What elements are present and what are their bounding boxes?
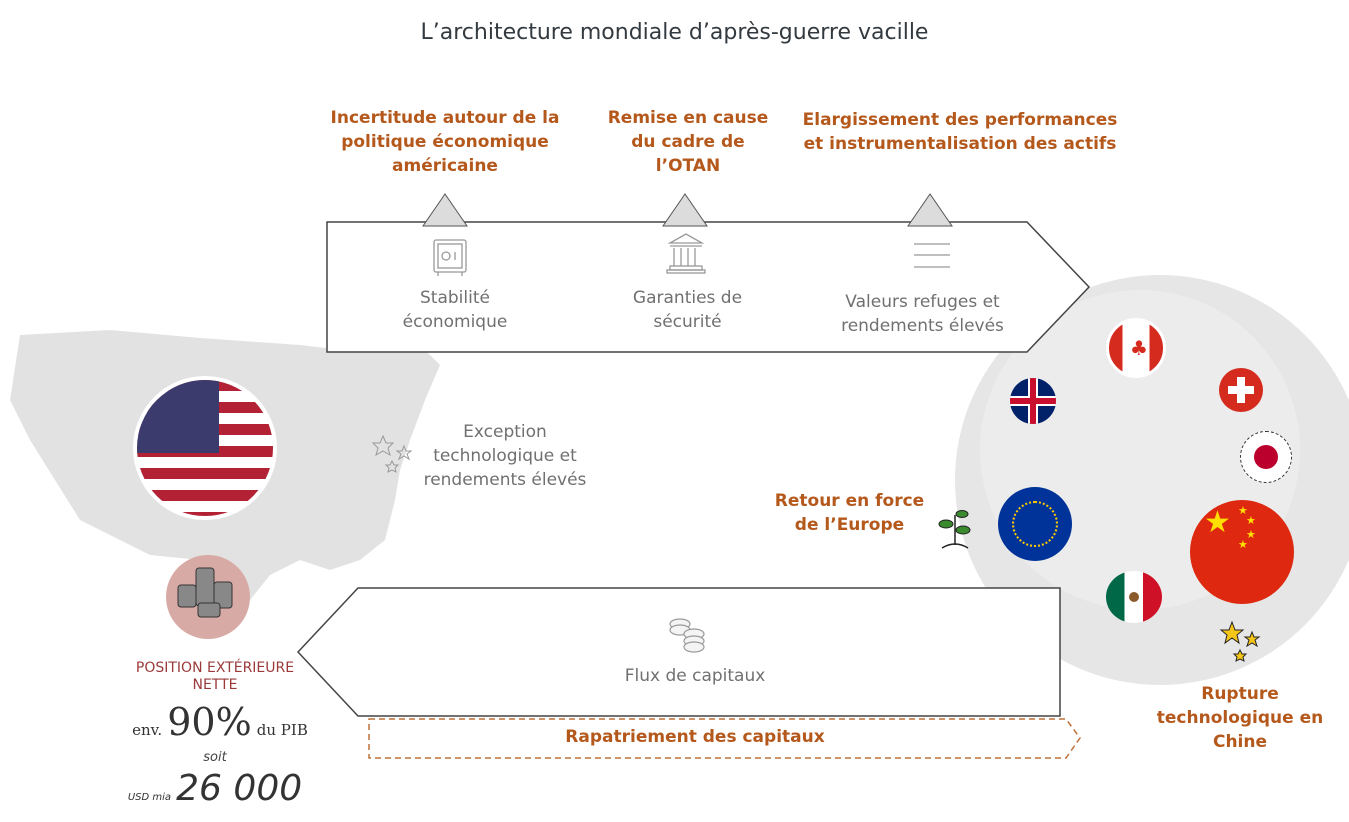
safe-icon [433,239,467,276]
amount-line: USD mia 26 000 [115,768,315,809]
percent-suffix: du PIB [256,721,308,739]
net-position-percent-line: env. 90% du PIB [120,700,320,744]
plant-sprout-icon [938,510,971,549]
bank-building-icon [666,233,706,274]
capital-flow-label: Flux de capitaux [624,666,766,686]
coins-icon [669,618,705,653]
page-title: L’architecture mondiale d’après-guerre v… [420,20,929,45]
amount-value: 26 000 [176,768,303,809]
stars-yellow-icon [1219,620,1261,662]
china-label: Rupture technologique en Chine [1156,684,1324,752]
stars-outline-icon [371,434,413,473]
europe-label: Retour en force de l’Europe [774,491,925,535]
repatriation-label: Rapatriement des capitaux [565,727,825,747]
canada-flag: ♣ [1106,318,1166,378]
connector-text: soit [203,750,227,765]
switzerland-flag [1219,368,1263,412]
amount-currency: USD mia [127,792,172,803]
threat-label: Incertitude autour de la politique écono… [330,108,560,176]
pillar-label: Valeurs refuges et rendements élevés [841,292,1004,336]
uk-flag [1010,378,1056,424]
pillar-label: Garanties de sécurité [632,288,743,332]
triangle-marker [662,193,708,227]
china-flag: ★ ★ ★ ★ ★ [1190,500,1294,604]
repatriation-arrow [368,718,1081,759]
lines-icon [914,243,950,268]
usa-flag [133,376,277,520]
pillar-label: Stabilité économique [402,288,508,332]
coin-stack-icon [177,567,233,618]
mexico-flag [1106,571,1162,623]
eu-flag [998,487,1072,561]
usa-tech-label: Exception technologique et rendements él… [423,422,587,490]
percent-value: 90% [167,700,252,744]
threat-label: Elargissement des performances et instru… [802,110,1118,154]
percent-prefix: env. [132,721,163,739]
net-position-title: POSITION EXTÉRIEURE NETTE [135,660,295,693]
bottom-arrow [296,587,1061,717]
threat-label: Remise en cause du cadre de l’OTAN [607,108,769,176]
triangle-marker [422,193,468,227]
japan-flag [1240,431,1292,483]
triangle-marker [907,193,953,227]
